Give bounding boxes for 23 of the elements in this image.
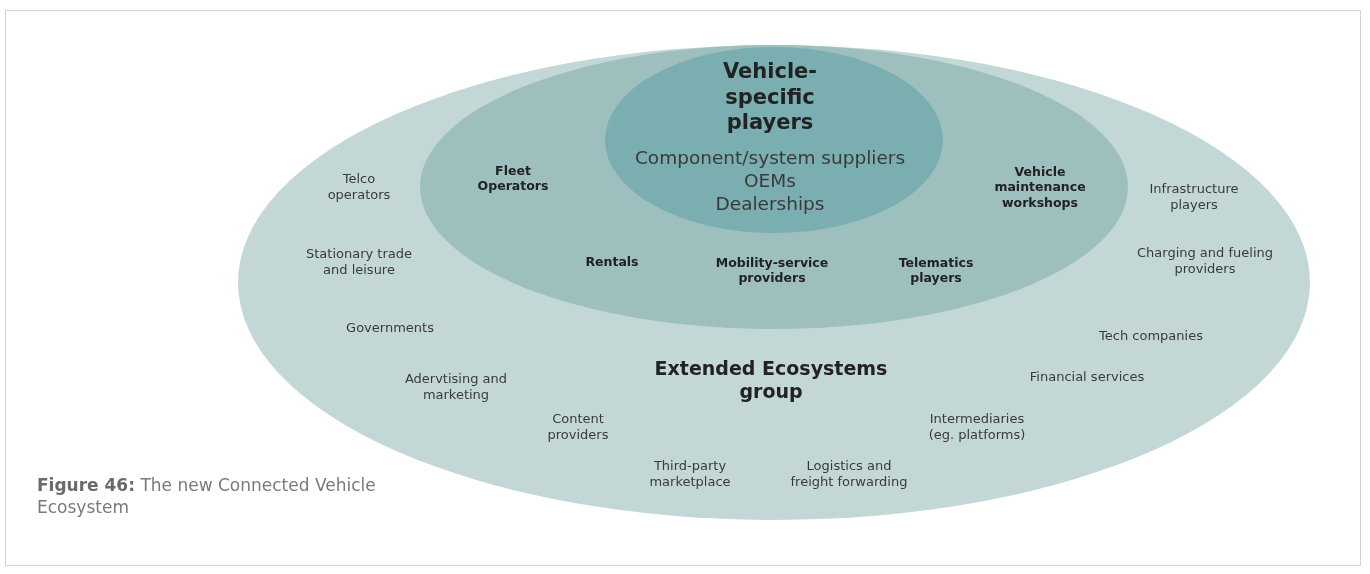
player-label: Governments (345, 320, 435, 336)
player-label: Third-party marketplace (648, 458, 732, 490)
player-label: Fleet Operators (476, 162, 550, 194)
player-label: Intermediaries (eg. platforms) (927, 411, 1027, 443)
player-label: Tech companies (1098, 328, 1204, 344)
player-label: Mobility-service providers (714, 254, 830, 286)
player-label: Financial services (1028, 369, 1146, 385)
player-label: Adervtising and marketing (403, 371, 509, 403)
player-label: Telematics players (897, 254, 975, 286)
player-label: Dealerships (714, 192, 826, 216)
player-label: Rentals (584, 254, 640, 270)
player-label: Component/system suppliers (633, 146, 907, 170)
player-label: Infrastructure players (1148, 181, 1240, 213)
group-heading: Extended Ecosystems group (653, 356, 889, 404)
figure-caption: Figure 46: The new Connected Vehicle Ecosystem (37, 474, 377, 519)
player-label: Charging and fueling providers (1136, 245, 1274, 277)
player-label: OEMs (743, 169, 797, 193)
player-label: Vehicle maintenance workshops (993, 164, 1087, 210)
player-label: Logistics and freight forwarding (789, 458, 909, 490)
group-heading: Vehicle-specific players (721, 58, 819, 136)
player-label: Stationary trade and leisure (305, 246, 413, 278)
player-label: Telco operators (326, 171, 392, 203)
player-label: Content providers (546, 411, 610, 443)
